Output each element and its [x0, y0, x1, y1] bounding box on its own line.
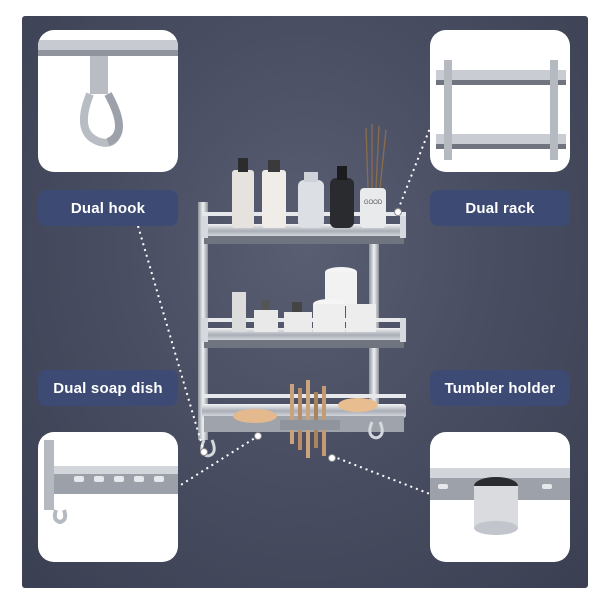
- label-dual-soap-dish: Dual soap dish: [38, 370, 178, 406]
- inset-tumbler-holder: [430, 432, 570, 562]
- inset-dual-soap-dish: [38, 432, 178, 562]
- label-dual-hook: Dual hook: [38, 190, 178, 226]
- inset-dual-rack: [430, 30, 570, 172]
- label-dual-rack: Dual rack: [430, 190, 570, 226]
- label-tumbler-holder: Tumbler holder: [430, 370, 570, 406]
- inset-dual-hook: [38, 30, 178, 172]
